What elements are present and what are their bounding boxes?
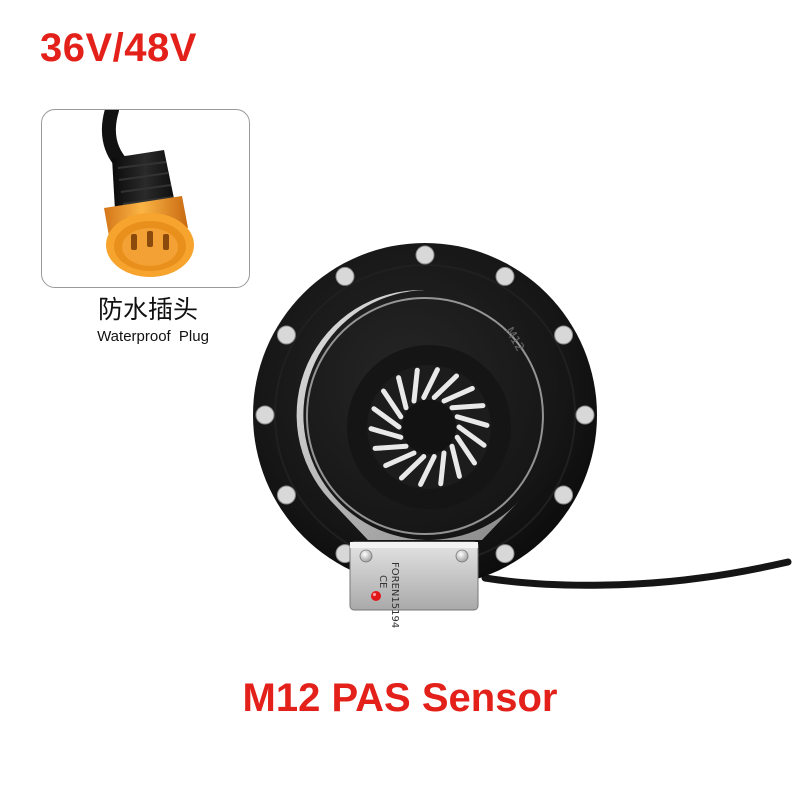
magnet: [495, 544, 515, 564]
svg-text:CE: CE: [377, 575, 388, 588]
magnet: [554, 325, 574, 345]
spline-tooth: [456, 424, 487, 448]
magnet: [415, 245, 435, 265]
spline-tooth: [438, 450, 447, 487]
magnet: [335, 266, 355, 286]
spline-tooth: [383, 450, 417, 469]
magnet: [575, 405, 595, 425]
hall-sensor: CE FOREN15194: [349, 541, 479, 628]
spline-tooth: [418, 454, 437, 487]
spline-tooth: [398, 454, 427, 481]
spline-tooth: [396, 375, 409, 411]
magnet: [255, 405, 275, 425]
plug-caption-english: Waterproof Plug: [97, 328, 209, 345]
spline-tooth: [368, 426, 404, 440]
voltage-label: 36V/48V: [40, 26, 197, 70]
spline-tooth: [431, 373, 460, 400]
plug-caption-chinese: 防水插头: [97, 295, 198, 324]
spline-tooth: [454, 414, 490, 428]
spline-tooth: [372, 443, 409, 451]
magnet: [276, 325, 296, 345]
spline-hub: [368, 367, 490, 487]
spline-tooth: [449, 443, 462, 479]
magnet: [554, 485, 574, 505]
product-title: M12 PAS Sensor: [242, 676, 558, 720]
magnet: [276, 485, 296, 505]
waterproof-plug-image: [101, 110, 194, 277]
spline-tooth: [421, 367, 440, 400]
spline-tooth: [411, 367, 420, 404]
sensor-marking: FOREN15194: [389, 562, 400, 628]
spline-tooth: [441, 385, 475, 404]
spline-tooth: [449, 403, 486, 411]
spline-tooth: [381, 388, 404, 420]
waterproof-plug-inset: [41, 109, 250, 288]
magnet: [495, 266, 515, 286]
led-indicator: [371, 591, 381, 601]
spline-tooth: [371, 406, 402, 430]
spline-tooth: [454, 434, 477, 466]
